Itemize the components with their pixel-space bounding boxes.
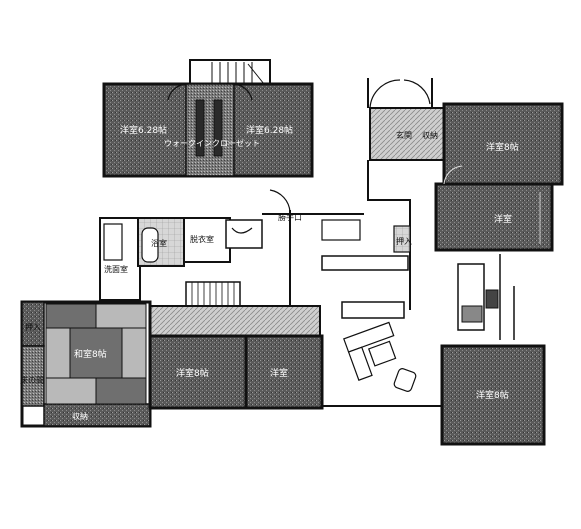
room-label-yoshitsu-e: 洋室 <box>494 213 512 225</box>
room-label-tokonoma: 床の間 <box>20 375 44 385</box>
room-label-walkin-closet: ウォークインクローゼット <box>164 138 260 148</box>
lower-rooms <box>20 300 546 446</box>
room-label-shuno: 収納 <box>72 411 88 421</box>
room-label-yoshitsu-center: 洋室8帖 <box>176 367 209 379</box>
room-label-entrance: 玄関 <box>396 130 412 140</box>
wet-area <box>99 189 364 310</box>
room-label-yoshitsu-mid: 洋室 <box>270 367 288 379</box>
kitchen-living <box>321 160 515 392</box>
room-label-yoshitsu-ne: 洋室8帖 <box>486 141 519 153</box>
room-label-closet: 押入 <box>396 236 412 246</box>
room-label-dressing: 脱衣室 <box>190 234 214 244</box>
room-label-upper-left: 洋室6.28帖 <box>120 124 167 136</box>
room-label-upper-right: 洋室6.28帖 <box>246 124 293 136</box>
room-label-shoe-storage: 収納 <box>422 130 438 140</box>
room-label-kitchen-back: 勝手口 <box>278 212 302 222</box>
room-label-oshiire: 押入 <box>25 322 41 332</box>
room-label-washroom: 洗面室 <box>104 264 128 274</box>
room-label-yoshitsu-se: 洋室8帖 <box>476 389 509 401</box>
room-label-washitsu: 和室8帖 <box>74 348 107 360</box>
room-label-bathroom: 浴室 <box>151 238 167 248</box>
upper-floor <box>102 59 314 178</box>
entrance-area <box>367 78 564 252</box>
